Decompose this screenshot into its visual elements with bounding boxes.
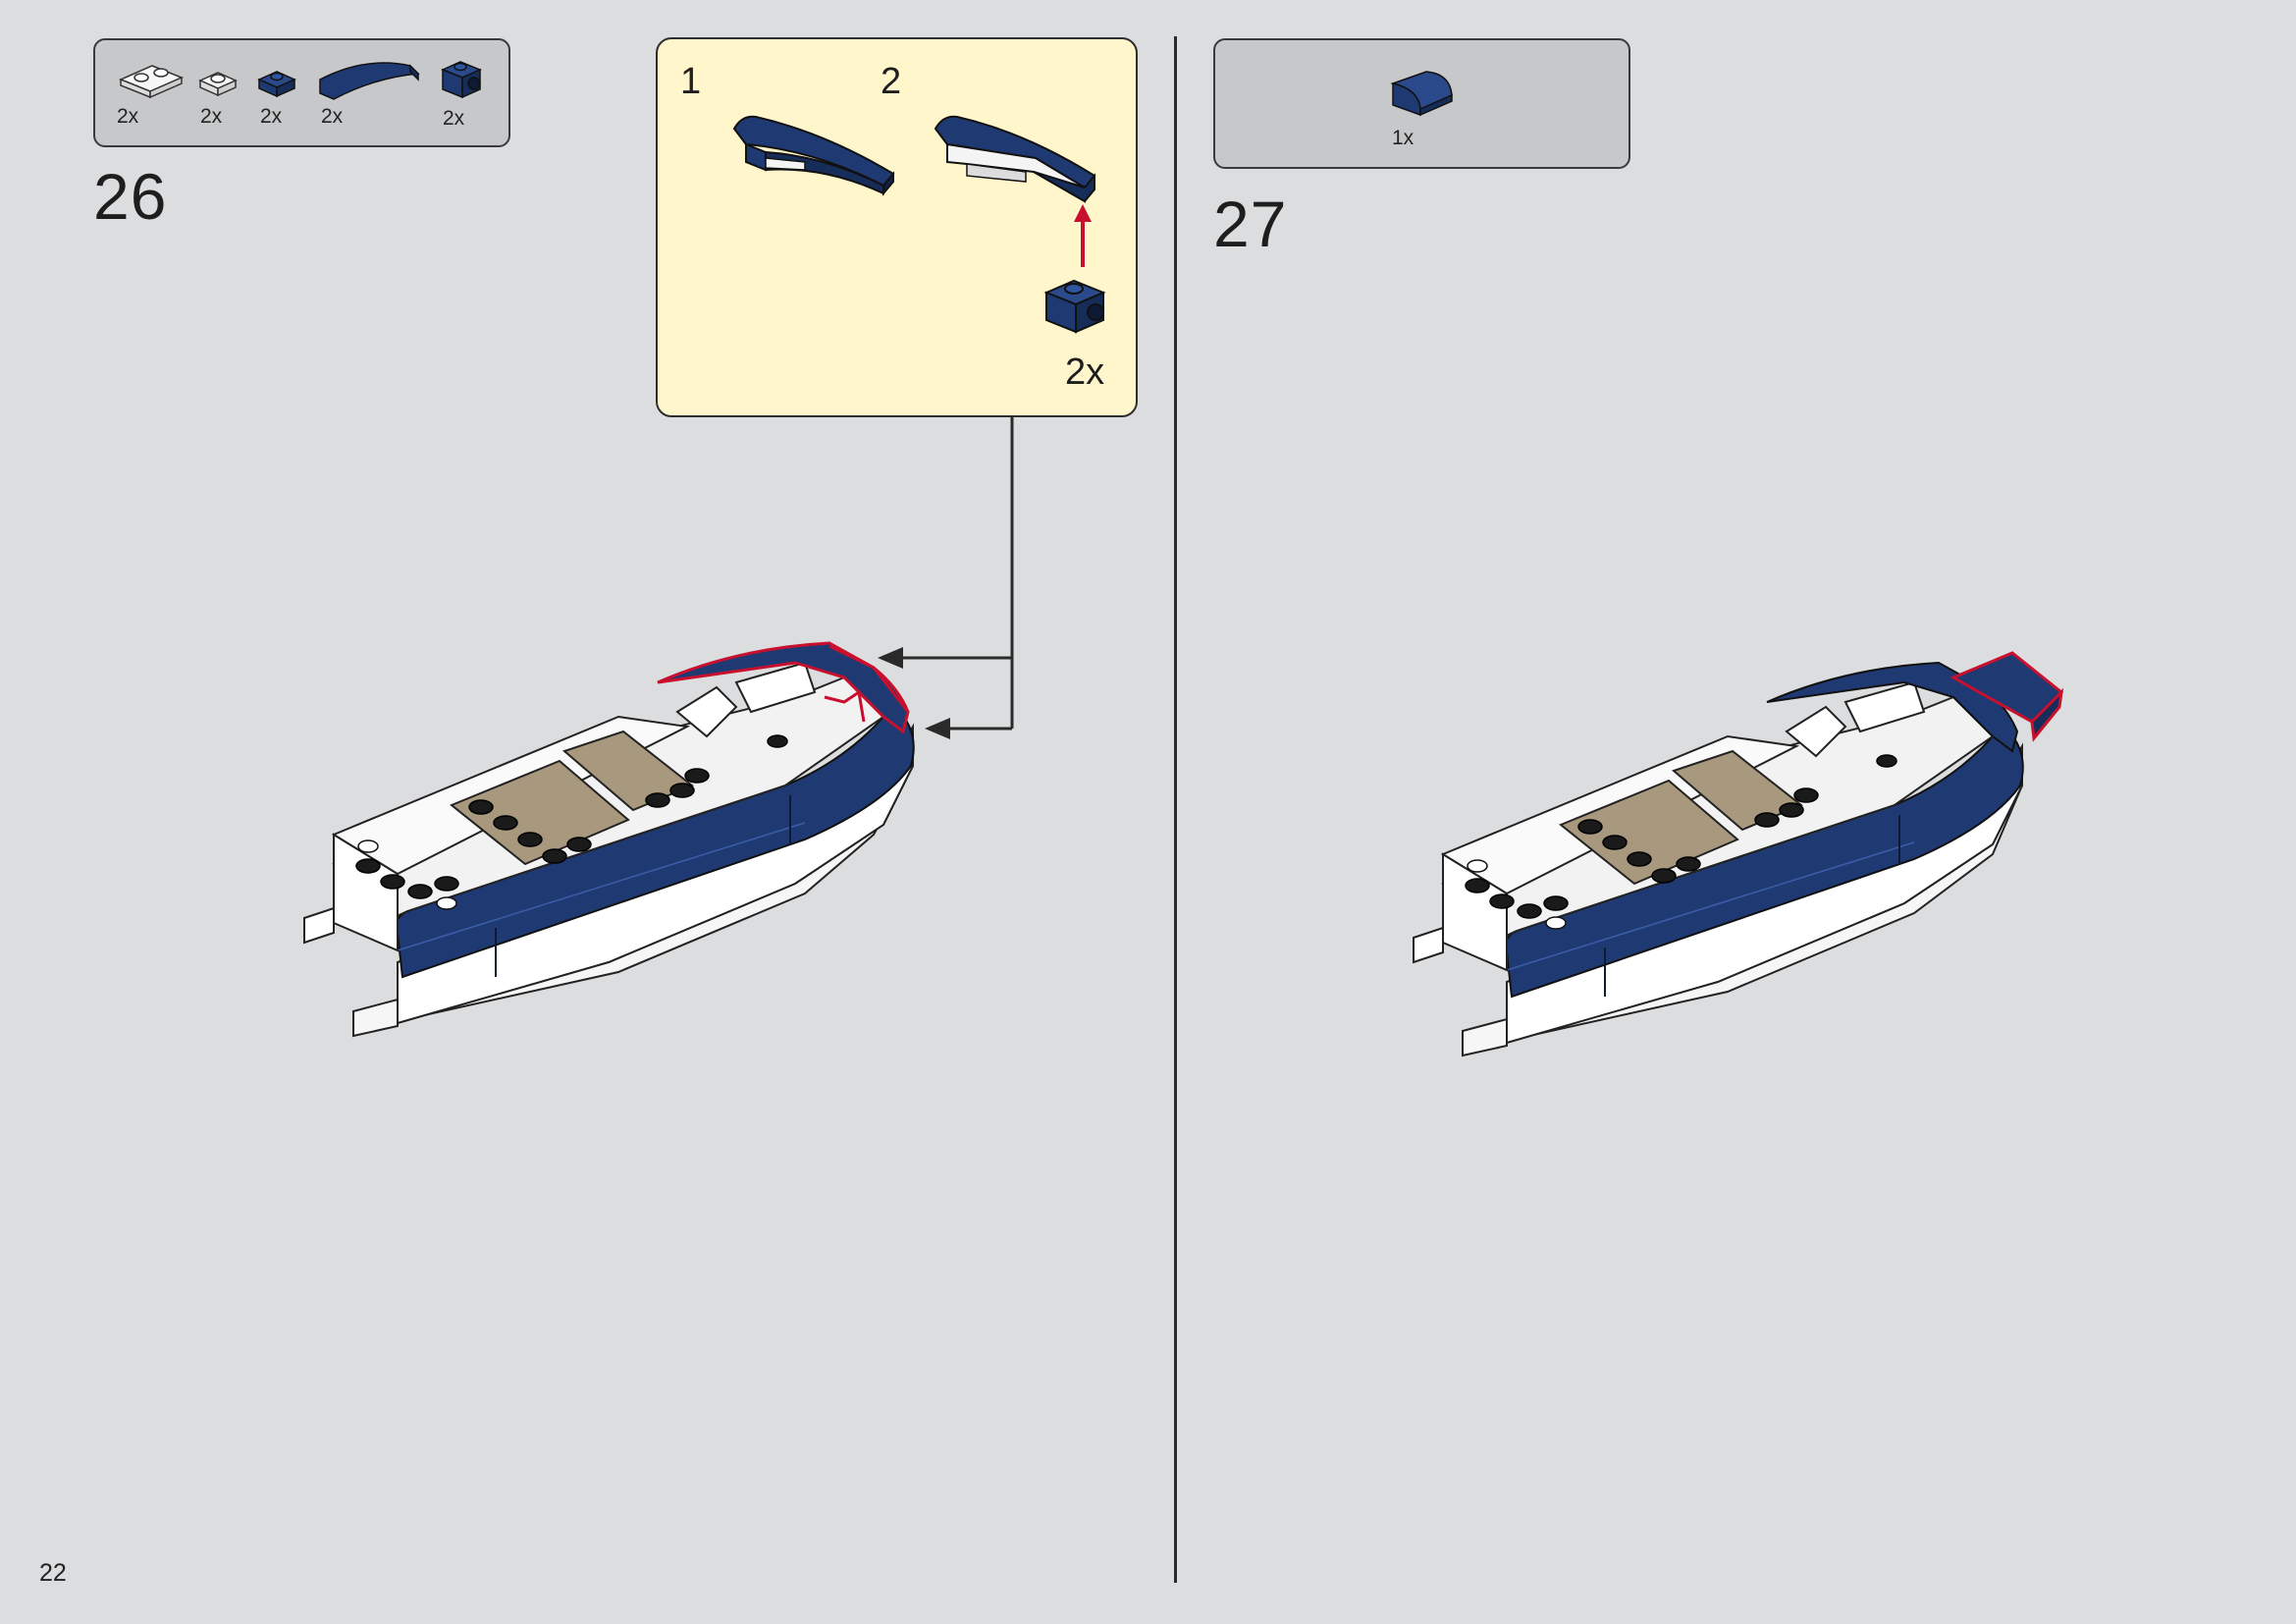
- part-qty: 2x: [260, 105, 283, 128]
- callout-connector-arrows: [878, 417, 1014, 739]
- boat-model-step26-illustration: [303, 641, 915, 1038]
- multiplier-label: 2x: [1065, 352, 1105, 393]
- part-qty: 1x: [1392, 127, 1415, 149]
- part-qty: 2x: [200, 105, 223, 128]
- part-qty: 2x: [443, 107, 465, 130]
- step-number: 26: [93, 160, 168, 233]
- step27-parts-list: 1x: [1213, 38, 1630, 169]
- sub-assembly-callout: 1 2 2x: [656, 37, 1138, 417]
- part-qty: 2x: [117, 105, 139, 128]
- part-qty: 2x: [321, 105, 344, 128]
- sub-step-number: 1: [680, 61, 702, 102]
- boat-model-step27-illustration: [1413, 651, 2064, 1057]
- step-divider: [1174, 36, 1177, 1583]
- callout-slope-sub2-illustration: [934, 115, 1096, 203]
- white-plate-1x1-icon: [198, 72, 238, 97]
- blue-brick-with-stud-side-icon: [441, 61, 482, 99]
- white-plate-1x2-icon: [119, 65, 184, 99]
- sub-step-number: 2: [881, 61, 902, 102]
- callout-slope-sub1-illustration: [732, 115, 895, 196]
- page-number: 22: [39, 1559, 67, 1587]
- blue-curved-slope-1x2-icon: [1390, 71, 1453, 117]
- step26-parts-list: 2x 2x 2x 2x 2x: [93, 38, 510, 147]
- step-number: 27: [1213, 188, 1288, 260]
- blue-curved-slope-icon: [319, 62, 420, 100]
- blue-brick-with-stud-side-icon: [1043, 279, 1106, 334]
- red-arrow-up-icon: [1074, 204, 1092, 267]
- blue-bracket-1x1-icon: [257, 71, 296, 98]
